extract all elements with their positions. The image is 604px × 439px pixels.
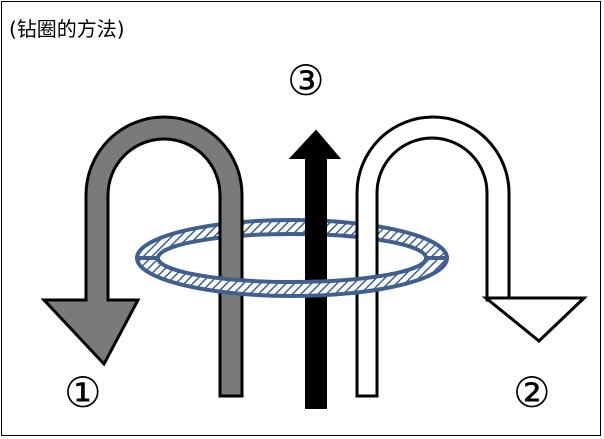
diagram-caption: (钻圈的方法) — [9, 17, 125, 41]
left-u-turn-arrow — [40, 115, 244, 398]
center-up-arrow — [288, 129, 342, 409]
ring-back-half — [135, 218, 449, 260]
step-1-marker: ① — [64, 368, 102, 417]
step-3-marker: ③ — [287, 56, 325, 105]
right-arrow-head — [481, 296, 588, 343]
right-u-turn-arrow — [355, 115, 586, 398]
ring-front-half — [135, 256, 449, 298]
step-2-marker: ② — [513, 368, 551, 417]
